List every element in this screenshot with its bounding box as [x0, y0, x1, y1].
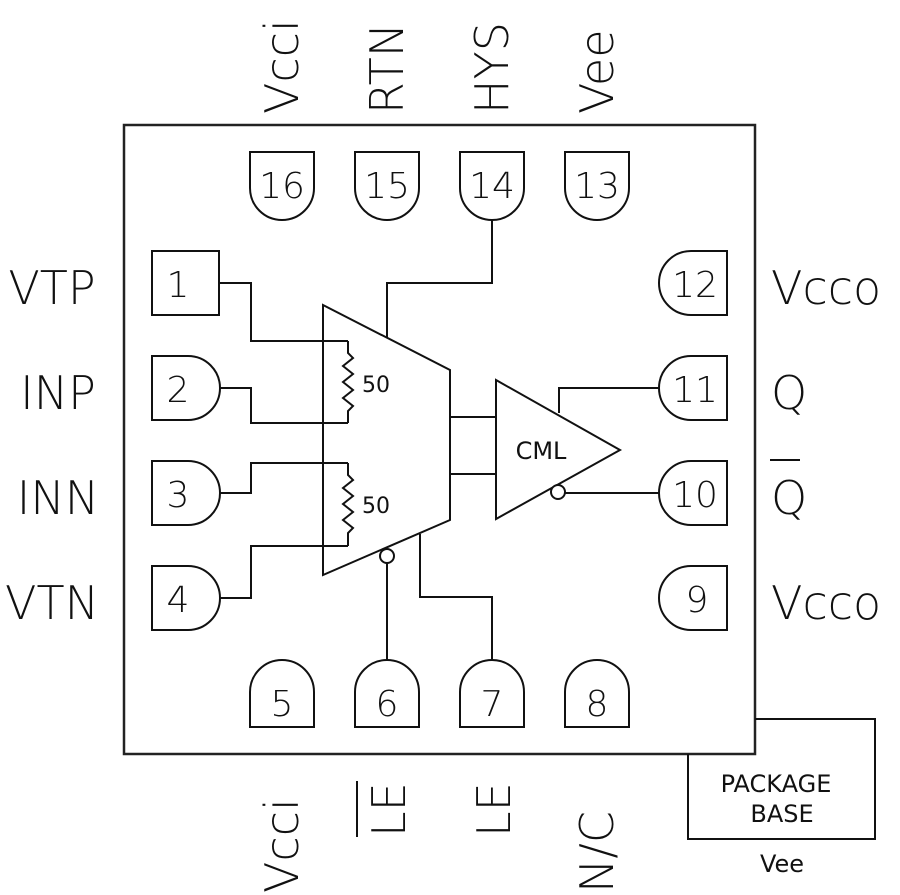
label-qbar-text: Q [771, 471, 807, 525]
label-vtp: VTP [8, 261, 95, 315]
package-base-connection: Vee [760, 850, 804, 878]
label-inn: INN [17, 471, 99, 525]
pin-9-pad [658, 565, 728, 631]
pin-8-number: 8 [586, 684, 609, 725]
label-le-bar-text: LE [362, 782, 416, 837]
label-vcci-16: Vcci [255, 19, 309, 114]
pin-3-pad [151, 460, 221, 526]
pin-2: 2 [151, 355, 221, 421]
pin-3: 3 [151, 460, 221, 526]
pin-10: 10 [658, 460, 728, 526]
pin-6-number: 6 [376, 684, 399, 725]
wire-inp [220, 387, 348, 424]
label-vee-13: Vee [570, 30, 624, 115]
resistor-top-zigzag [341, 341, 355, 423]
label-vcco-9: Vcco [771, 576, 881, 630]
pin-4-number: 4 [167, 580, 190, 621]
label-le-bar: LE [356, 781, 416, 837]
pin-2-number: 2 [167, 370, 190, 411]
label-inp: INP [20, 366, 96, 420]
pin-13: 13 [564, 151, 630, 221]
wire-inn [220, 462, 348, 494]
wire-vtp [219, 282, 348, 342]
pin-7: 7 [459, 659, 525, 728]
label-qbar: Q [770, 459, 807, 525]
pin-12-number: 12 [672, 265, 718, 306]
pin-8: 8 [564, 659, 630, 728]
wire-le [419, 534, 493, 660]
wire-vtn [220, 545, 348, 599]
pin-6-pad [354, 659, 420, 728]
pin-16-pad [249, 151, 315, 221]
pin-11: 11 [658, 355, 728, 421]
pin-10-pad [658, 460, 728, 526]
package-base: PACKAGE BASE Vee [687, 718, 876, 878]
pin-16-number: 16 [259, 166, 305, 207]
pin-9: 9 [658, 565, 728, 631]
pin-16: 16 [249, 151, 315, 221]
wire-hys [386, 220, 493, 338]
pin-9-number: 9 [686, 580, 709, 621]
pin-2-pad [151, 355, 221, 421]
label-rtn: RTN [360, 23, 414, 114]
pin-10-number: 10 [672, 475, 718, 516]
pin-7-pad [459, 659, 525, 728]
pin-1-number: 1 [167, 265, 190, 306]
pin-5-pad [249, 659, 315, 728]
pin-15-pad [354, 151, 420, 221]
cml-label: CML [516, 437, 567, 465]
label-le: LE [467, 782, 521, 837]
pin-13-pad [564, 151, 630, 221]
le-bar-inversion-bubble [379, 548, 395, 564]
pin-3-number: 3 [167, 475, 190, 516]
label-vcco-12: Vcco [771, 261, 881, 315]
pin-1-pad [151, 250, 220, 316]
label-vcci-5: Vcci [255, 798, 309, 893]
wire-q [558, 387, 659, 413]
label-nc: N/C [570, 811, 624, 893]
label-vtn: VTN [5, 576, 99, 630]
pin-11-pad [658, 355, 728, 421]
pin-1: 1 [151, 250, 220, 316]
package-outline [122, 123, 757, 756]
pin-14-pad [459, 151, 525, 221]
resistor-top-value: 50 [362, 373, 390, 398]
pin-15: 15 [354, 151, 420, 221]
termination-resistor-bottom: 50 [341, 463, 390, 546]
pin-6: 6 [354, 659, 420, 728]
pin-12-pad [658, 250, 728, 316]
package-base-outline [687, 718, 876, 840]
pin-8-pad [564, 659, 630, 728]
termination-resistor-top: 50 [341, 341, 390, 423]
label-hys: HYS [465, 22, 519, 114]
pin-15-number: 15 [364, 166, 410, 207]
pin-13-number: 13 [574, 166, 620, 207]
pin-11-number: 11 [672, 370, 718, 411]
pin-5: 5 [249, 659, 315, 728]
package-base-label-line1: PACKAGE [721, 770, 832, 798]
pin-14-number: 14 [469, 166, 515, 207]
pin-5-number: 5 [271, 684, 294, 725]
resistor-bottom-value: 50 [362, 494, 390, 519]
pin-14: 14 [459, 151, 525, 221]
pin-7-number: 7 [481, 684, 504, 725]
label-q: Q [771, 366, 807, 420]
pin-4-pad [151, 565, 221, 631]
input-amplifier [322, 303, 451, 577]
resistor-bottom-zigzag [341, 463, 355, 546]
package-base-label-line2: BASE [750, 800, 813, 828]
qbar-inversion-bubble [550, 484, 566, 500]
pin-12: 12 [658, 250, 728, 316]
pin-4: 4 [151, 565, 221, 631]
